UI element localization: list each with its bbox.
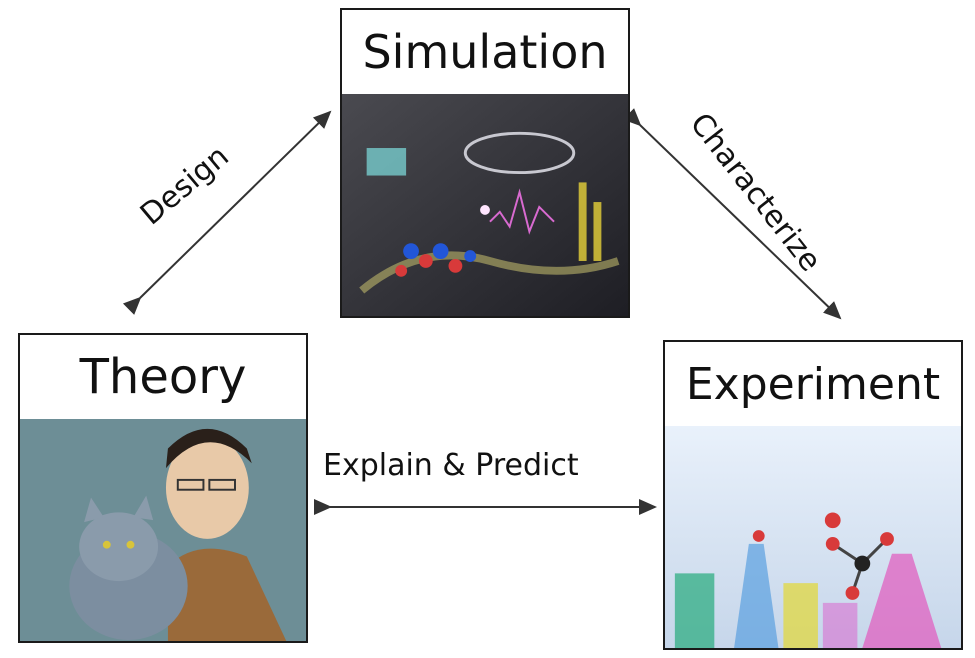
simulation-node: Simulation [340,8,630,318]
simulation-image [342,94,628,316]
experiment-image [665,426,961,648]
laptop-icon [366,148,407,176]
experiment-title: Experiment [665,342,961,428]
theory-node: Theory [18,333,308,643]
experiment-node: Experiment [663,340,963,650]
design-label: Design [133,138,236,233]
characterize-label: Characterize [682,106,828,279]
theory-title: Theory [20,335,306,421]
simulation-title: Simulation [342,10,628,96]
theory-image [20,419,306,641]
explain-predict-label: Explain & Predict [323,448,579,483]
